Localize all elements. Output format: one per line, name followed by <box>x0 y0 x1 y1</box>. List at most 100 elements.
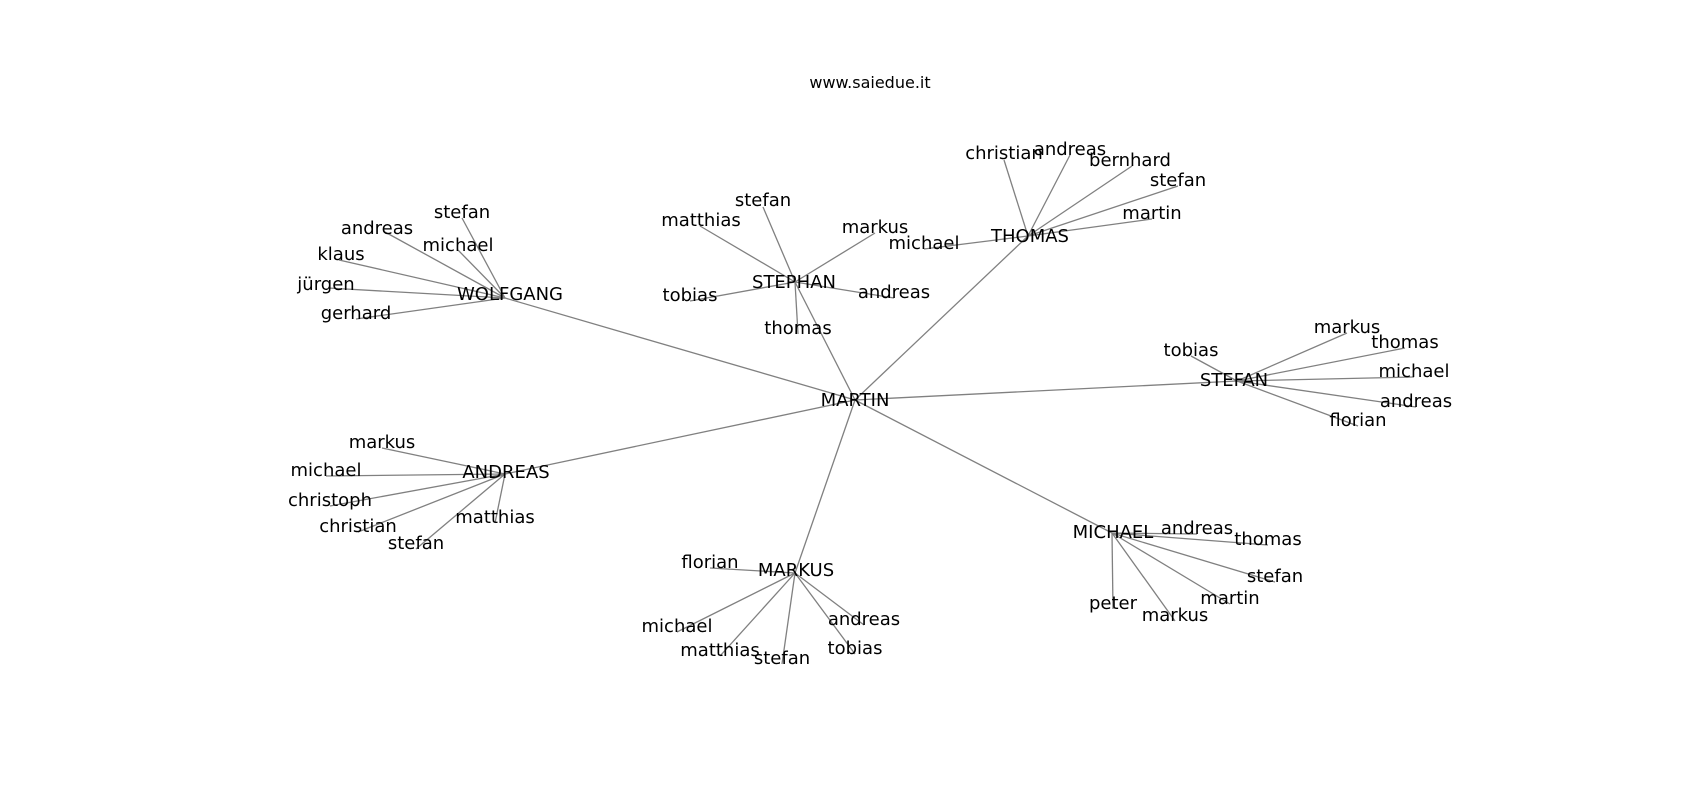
node-label-hub: WOLFGANG <box>457 284 563 305</box>
edge-thomas-martin <box>1027 218 1153 237</box>
node-label-hub: STEFAN <box>1200 370 1268 391</box>
node-label-leaf: florian <box>1329 410 1386 431</box>
node-label-leaf: andreas <box>828 609 900 630</box>
node-label-leaf: christoph <box>288 490 372 511</box>
edge-andreas-christian <box>357 473 506 533</box>
edge-andreas-christoph <box>329 473 506 507</box>
node-label-leaf: stefan <box>434 202 490 223</box>
node-label-leaf: michael <box>889 233 960 254</box>
edge-thomas-stefan <box>1027 185 1179 237</box>
labels-layer: MARTIN WOLFGANG stefan andreas michael klaus j… <box>288 139 1452 669</box>
edge-stefan-thomas <box>1236 347 1406 382</box>
edge-markus-tobias <box>794 572 856 655</box>
node-label-leaf: markus <box>1314 317 1381 338</box>
edge-stefan-andreas <box>1236 380 1417 408</box>
node-label-leaf: andreas <box>1034 139 1106 160</box>
node-label-leaf: stefan <box>754 648 810 669</box>
node-label-leaf: markus <box>349 432 416 453</box>
edge-root-andreas <box>504 399 856 475</box>
node-label-leaf: stefan <box>1150 170 1206 191</box>
edge-wolfgang-gerhard <box>355 297 506 320</box>
node-label-leaf: gerhard <box>321 303 392 324</box>
edge-thomas-christian <box>1003 159 1029 237</box>
edge-stephan-stefan <box>762 206 796 283</box>
edge-markus-florian <box>709 567 796 574</box>
node-label-leaf: klaus <box>317 244 364 265</box>
node-label-leaf: matthias <box>680 640 760 661</box>
edge-wolfgang-jürgen <box>327 287 506 299</box>
edges-layer <box>325 154 1417 665</box>
node-label-leaf: andreas <box>1380 391 1452 412</box>
node-label-leaf: stefan <box>735 190 791 211</box>
node-label-leaf: matthias <box>661 210 741 231</box>
edge-stefan-florian <box>1236 380 1359 427</box>
edge-stephan-andreas <box>794 281 895 299</box>
node-label-leaf: christian <box>319 516 397 537</box>
node-label-hub: THOMAS <box>990 226 1069 247</box>
node-label-leaf: thomas <box>1234 529 1301 550</box>
node-label-leaf: peter <box>1089 593 1138 614</box>
edge-stephan-markus <box>794 232 876 283</box>
edge-root-michael <box>854 399 1113 534</box>
node-label-leaf: tobias <box>1164 340 1219 361</box>
edge-michael-andreas <box>1111 532 1198 535</box>
node-label-leaf: andreas <box>341 218 413 239</box>
node-label-hub: ANDREAS <box>462 462 549 483</box>
node-label-leaf: michael <box>291 460 362 481</box>
edge-markus-matthias <box>719 572 796 657</box>
edge-stephan-matthias <box>699 225 796 283</box>
edge-andreas-michael <box>325 473 506 477</box>
edge-stefan-tobias <box>1190 355 1238 382</box>
edge-thomas-michael <box>923 235 1029 250</box>
node-label-leaf: tobias <box>663 285 718 306</box>
node-label-leaf: michael <box>1379 361 1450 382</box>
edge-root-stefan <box>854 380 1238 401</box>
edge-thomas-andreas <box>1027 154 1071 237</box>
edge-root-stephan <box>794 281 856 401</box>
edge-root-thomas <box>854 235 1029 401</box>
edge-wolfgang-stefan <box>461 217 506 299</box>
edge-andreas-markus <box>381 447 506 475</box>
node-label-leaf: matthias <box>455 507 535 528</box>
edge-thomas-bernhard <box>1027 165 1133 237</box>
edge-root-wolfgang <box>504 297 856 401</box>
edge-markus-stefan <box>781 572 796 665</box>
node-label-leaf: bernhard <box>1089 150 1171 171</box>
node-label-leaf: tobias <box>828 638 883 659</box>
node-label-leaf: michael <box>423 235 494 256</box>
edge-wolfgang-klaus <box>338 259 506 299</box>
edge-stefan-michael <box>1236 376 1415 382</box>
edge-stephan-tobias <box>689 281 796 302</box>
node-label-leaf: stefan <box>1247 566 1303 587</box>
node-label-hub: MICHAEL <box>1073 522 1154 543</box>
node-label-leaf: martin <box>1200 588 1259 609</box>
edge-michael-martin <box>1111 532 1231 605</box>
node-label-root: MARTIN <box>821 390 890 411</box>
edge-michael-peter <box>1111 532 1114 610</box>
edge-root-markus <box>794 399 856 574</box>
edge-markus-andreas <box>794 572 865 626</box>
edge-michael-thomas <box>1111 532 1269 546</box>
node-label-leaf: michael <box>642 616 713 637</box>
node-label-leaf: martin <box>1122 203 1181 224</box>
node-label-leaf: thomas <box>764 318 831 339</box>
edge-michael-stefan <box>1111 532 1276 583</box>
edge-andreas-stefan <box>415 473 506 550</box>
node-label-leaf: markus <box>1142 605 1209 626</box>
node-label-leaf: andreas <box>858 282 930 303</box>
node-label-leaf: christian <box>965 143 1043 164</box>
node-label-hub: STEPHAN <box>752 272 836 293</box>
node-label-leaf: stefan <box>388 533 444 554</box>
edge-stephan-thomas <box>794 281 799 335</box>
edge-michael-markus <box>1111 532 1176 622</box>
edge-stefan-markus <box>1236 332 1348 382</box>
node-label-leaf: florian <box>681 552 738 573</box>
edge-markus-michael <box>676 572 796 633</box>
node-label-leaf: thomas <box>1371 332 1438 353</box>
edge-wolfgang-michael <box>457 249 506 299</box>
node-label-leaf: markus <box>842 217 909 238</box>
node-label-leaf: jürgen <box>296 274 354 295</box>
edge-andreas-matthias <box>494 473 506 524</box>
node-label-leaf: andreas <box>1161 518 1233 539</box>
